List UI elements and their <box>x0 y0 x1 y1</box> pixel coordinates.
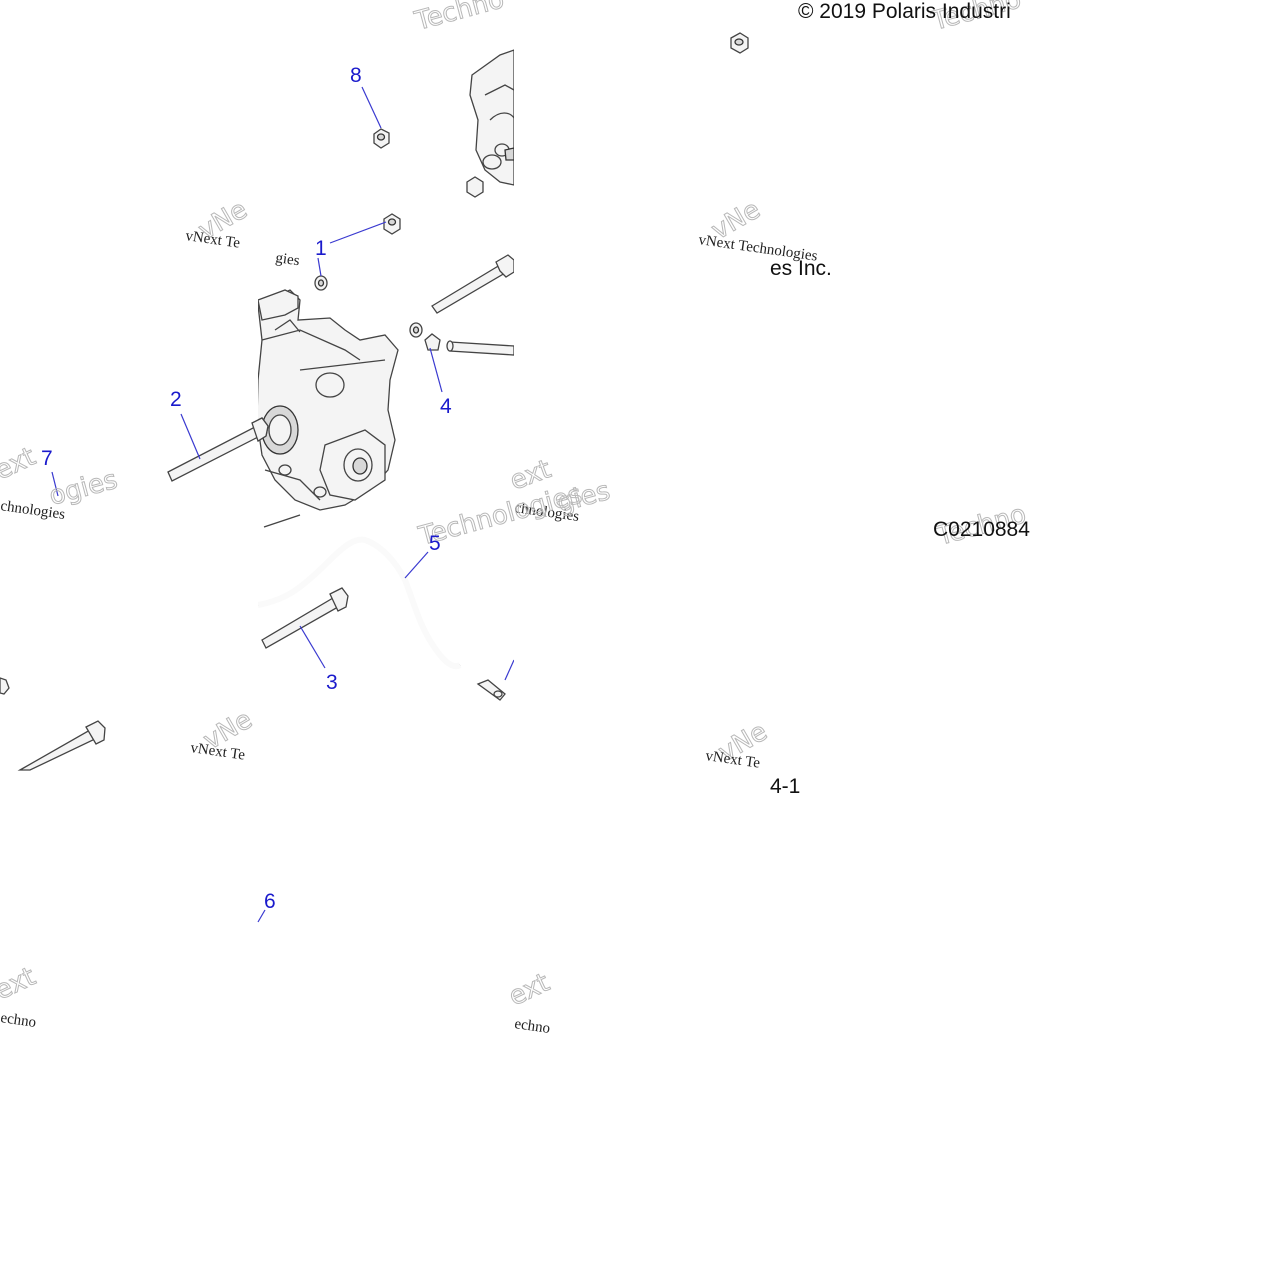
washer-4 <box>409 322 423 338</box>
wm-vnext-1: vNext Te <box>184 228 241 252</box>
clamp-fitting <box>476 679 506 701</box>
callout-3: 3 <box>326 671 338 694</box>
callout-4: 4 <box>440 395 452 418</box>
nut-housing <box>466 176 484 198</box>
callout-1: 1 <box>315 237 327 260</box>
part-code: C0210884 <box>933 518 1030 541</box>
page-number: 4-1 <box>770 775 800 798</box>
callout-5: 5 <box>429 532 441 555</box>
fragment-text: es Inc. <box>770 257 832 280</box>
copyright-text: © 2019 Polaris Industri <box>798 0 1011 23</box>
gearcase-assembly <box>256 289 399 511</box>
leader-lines <box>51 86 515 923</box>
tile-masks <box>0 0 634 1285</box>
callout-7: 7 <box>41 447 53 470</box>
bolt-3 <box>261 587 349 649</box>
clip-4 <box>424 333 441 351</box>
shaft-right <box>446 340 515 356</box>
wm-vnext-3: vNext Te <box>189 740 246 764</box>
wm-echn-1: echno <box>0 1010 37 1031</box>
callout-8: 8 <box>350 64 362 87</box>
callout-numbers: 1 2 3 4 5 6 7 8 <box>41 64 452 913</box>
wm-vnext-4: vNext Te <box>704 748 761 772</box>
wm-logies-1: gies <box>274 250 300 269</box>
wm-echn-2: echno <box>513 1016 551 1037</box>
nut-1 <box>383 213 401 235</box>
callout-2: 2 <box>170 388 182 411</box>
bolt-upper <box>431 254 515 314</box>
nut-8 <box>373 128 390 149</box>
left-area-redraw <box>0 413 269 923</box>
tube-5 <box>257 536 462 670</box>
callout-6: 6 <box>264 890 276 913</box>
wm-techno-top: Techno <box>411 0 507 37</box>
nut-top <box>730 32 749 54</box>
housing-partial-top <box>469 49 515 186</box>
washer-1 <box>314 275 328 291</box>
